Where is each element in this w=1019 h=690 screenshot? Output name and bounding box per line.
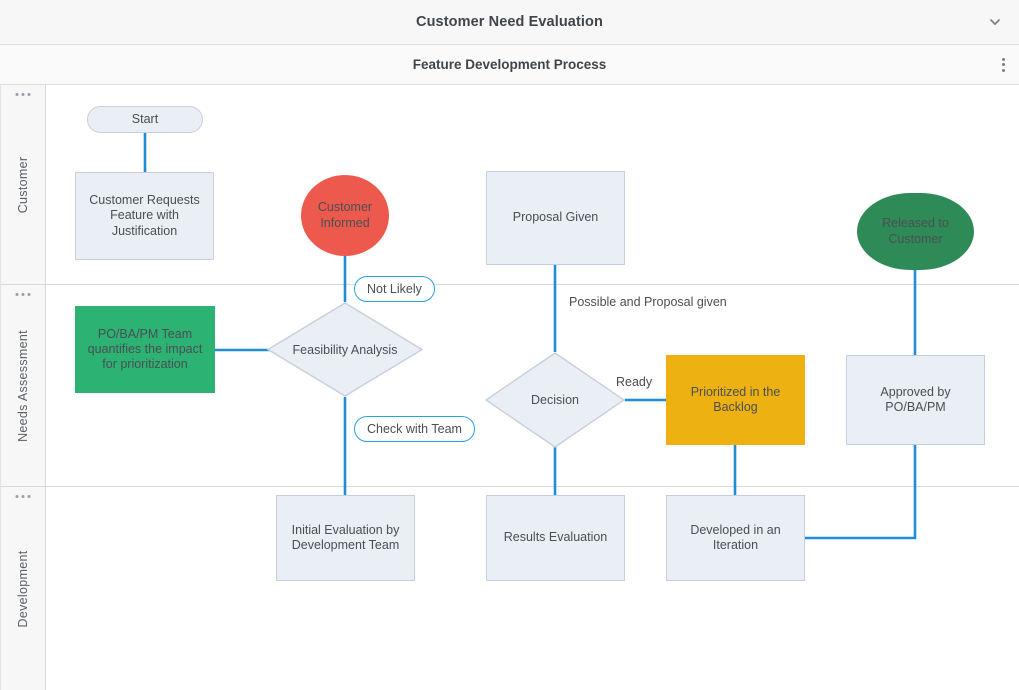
node-feasibility-analysis-label: Feasibility Analysis [292,342,398,357]
diagram-title: Feature Development Process [412,57,607,72]
ellipsis-icon[interactable] [15,293,31,296]
swimlane-needs-assessment-header[interactable]: Needs Assessment [1,285,46,486]
node-decision[interactable]: Decision [485,352,625,448]
edge-label-not-likely[interactable]: Not Likely [354,276,435,302]
chevron-down-icon[interactable] [985,12,1005,32]
edge-label-not-likely-text: Not Likely [367,282,422,296]
edge-label-check-with-team-text: Check with Team [367,422,462,436]
swimlane-customer-label: Customer [16,156,30,213]
swimlane-needs-assessment-label: Needs Assessment [16,329,30,442]
diamond-shape [485,352,625,448]
swimlane-development-label: Development [16,550,30,627]
node-developed-iteration-label: Developed in an Iteration [690,522,781,552]
node-start-label: Start [131,111,159,126]
node-released-to-customer-label: Released to Customer [882,216,949,246]
edge-label-ready: Ready [616,375,653,389]
node-proposal-given-label: Proposal Given [512,210,599,225]
node-feasibility-analysis[interactable]: Feasibility Analysis [267,302,423,397]
swimlane-needs-assessment: Needs Assessment [1,285,1019,487]
node-prioritized-backlog[interactable]: Prioritized in the Backlog [666,355,805,445]
node-approved-by-label: Approved by PO/BA/PM [880,384,951,414]
node-customer-informed-label: Customer Informed [317,200,373,230]
diagram-toolbar: Feature Development Process [0,45,1019,85]
node-initial-evaluation[interactable]: Initial Evaluation by Development Team [276,495,415,581]
swimlane-customer-header[interactable]: Customer [1,85,46,284]
node-start[interactable]: Start [87,106,203,133]
node-results-evaluation-label: Results Evaluation [503,530,608,545]
node-customer-requests[interactable]: Customer Requests Feature with Justifica… [75,172,214,260]
node-prioritized-backlog-label: Prioritized in the Backlog [690,384,781,414]
kebab-menu-icon[interactable] [1002,57,1005,72]
node-po-ba-pm-team[interactable]: PO/BA/PM Team quantifies the impact for … [75,306,215,393]
node-approved-by[interactable]: Approved by PO/BA/PM [846,355,985,445]
window-titlebar: Customer Need Evaluation [0,0,1019,45]
edge-label-check-with-team[interactable]: Check with Team [354,416,475,442]
node-released-to-customer[interactable]: Released to Customer [857,193,974,270]
diagram-canvas: Customer Needs Assessment Development [0,85,1019,690]
ellipsis-icon[interactable] [15,93,31,96]
node-initial-evaluation-label: Initial Evaluation by Development Team [291,522,400,552]
node-customer-informed[interactable]: Customer Informed [301,175,389,256]
node-customer-requests-label: Customer Requests Feature with Justifica… [89,193,200,238]
node-proposal-given[interactable]: Proposal Given [486,171,625,265]
ellipsis-icon[interactable] [15,495,31,498]
node-po-ba-pm-team-label: PO/BA/PM Team quantifies the impact for … [87,326,203,372]
node-decision-label: Decision [531,393,579,407]
swimlane-customer: Customer [1,85,1019,285]
swimlane-development: Development [1,487,1019,690]
swimlane-development-header[interactable]: Development [1,487,46,690]
page-title: Customer Need Evaluation [416,14,603,30]
diamond-shape [267,302,423,397]
edge-label-possible-and-proposal-given: Possible and Proposal given [569,295,727,309]
node-results-evaluation[interactable]: Results Evaluation [486,495,625,581]
node-developed-iteration[interactable]: Developed in an Iteration [666,495,805,581]
